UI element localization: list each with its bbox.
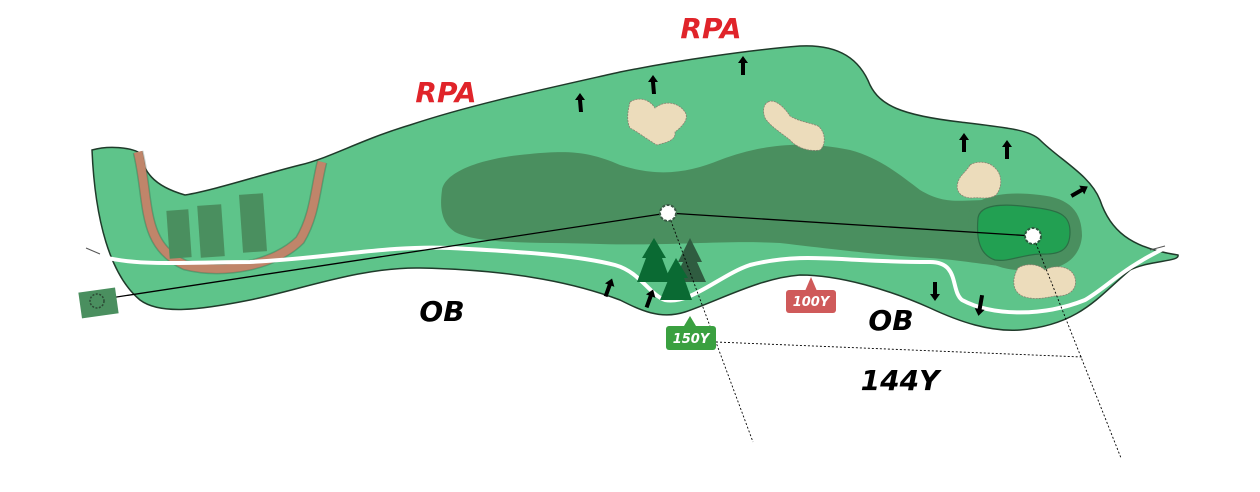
- tee-box-icon: [78, 287, 119, 319]
- arrow-icon: [575, 93, 585, 112]
- marker-150-label: 150Y: [673, 332, 711, 347]
- pin-icon[interactable]: [1024, 227, 1042, 245]
- fairway: [441, 144, 1080, 269]
- ob-label-left: OB: [419, 295, 464, 328]
- practice-mat: [239, 193, 267, 253]
- shot-line-tee: [96, 212, 669, 301]
- arrow-icon: [974, 294, 985, 316]
- target-point-icon[interactable]: [659, 204, 677, 222]
- practice-mat: [166, 209, 192, 259]
- rpa-label-top: RPA: [680, 12, 741, 45]
- putting-green: [976, 204, 1071, 261]
- ob-label-right: OB: [868, 304, 913, 337]
- distance-label: 144Y: [861, 364, 942, 397]
- ob-boundary-line: [85, 245, 1166, 315]
- yardage-marker-100: 100Y: [786, 277, 836, 313]
- shot-line-approach: [667, 212, 1034, 237]
- bunker: [956, 161, 1002, 199]
- arrow-icon: [603, 278, 615, 298]
- arrow-icon: [648, 75, 658, 94]
- marker-100-label: 100Y: [793, 295, 831, 310]
- arrow-icon: [930, 282, 940, 301]
- measure-line-span: [715, 341, 1083, 358]
- arrow-icon: [959, 133, 969, 152]
- yardage-marker-150: 150Y: [666, 316, 716, 350]
- arrow-icon: [1002, 140, 1012, 159]
- measure-line-left: [667, 212, 754, 443]
- arrow-icon: [644, 289, 656, 309]
- bunker: [627, 98, 687, 146]
- tree-icon: [660, 258, 692, 300]
- arrow-icon: [1070, 185, 1088, 198]
- practice-mat: [197, 204, 225, 258]
- arrow-icon: [738, 56, 748, 75]
- tree-icon: [637, 238, 671, 282]
- bunker: [1013, 264, 1076, 299]
- bunker: [763, 100, 825, 151]
- rpa-label-left: RPA: [415, 76, 476, 109]
